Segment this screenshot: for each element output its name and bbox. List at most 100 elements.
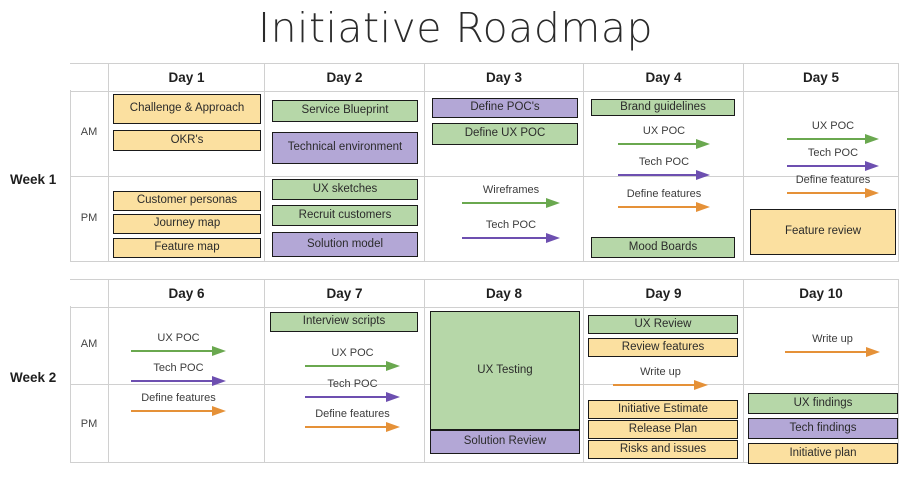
arrow-ux-poc-day6: UX POC — [131, 332, 226, 357]
task-define-ux-poc[interactable]: Define UX POC — [432, 123, 578, 145]
task-brand-guidelines[interactable]: Brand guidelines — [591, 99, 735, 116]
row-label-pm: PM — [80, 418, 98, 430]
task-recruit-customers[interactable]: Recruit customers — [272, 205, 418, 226]
arrow-define-features-day7: Define features — [305, 408, 400, 433]
week-2-label: Week 2 — [10, 370, 57, 385]
arrow-label: Tech POC — [153, 362, 204, 374]
arrow-label: Define features — [315, 408, 390, 420]
arrow-orange-icon — [305, 422, 400, 432]
task-tech-findings[interactable]: Tech findings — [748, 418, 898, 439]
arrow-ux-poc-day4: UX POC — [618, 125, 710, 150]
arrow-purple-icon — [131, 376, 226, 386]
task-initiative-estimate[interactable]: Initiative Estimate — [588, 400, 738, 419]
task-customer-personas[interactable]: Customer personas — [113, 191, 261, 211]
arrow-green-icon — [462, 198, 560, 208]
task-feature-review[interactable]: Feature review — [750, 209, 896, 255]
grid-line — [70, 176, 899, 177]
task-review-features[interactable]: Review features — [588, 338, 738, 357]
arrow-wireframes: Wireframes — [462, 184, 560, 209]
task-initiative-plan[interactable]: Initiative plan — [748, 443, 898, 464]
week-1-label: Week 1 — [10, 172, 57, 187]
column-header-day-10: Day 10 — [743, 280, 899, 307]
week-2-table: Day 6 Day 7 Day 8 Day 9 Day 10 AM PM — [70, 279, 899, 463]
column-header-day-1: Day 1 — [108, 64, 264, 91]
column-header-day-4: Day 4 — [583, 64, 743, 91]
task-ux-findings[interactable]: UX findings — [748, 393, 898, 414]
week-1-header-row: Day 1 Day 2 Day 3 Day 4 Day 5 — [70, 63, 899, 92]
arrow-label: Tech POC — [807, 147, 859, 159]
task-service-blueprint[interactable]: Service Blueprint — [272, 100, 418, 122]
arrow-purple-icon — [462, 233, 560, 243]
arrow-label: Write up — [640, 366, 681, 378]
task-challenge-approach[interactable]: Challenge & Approach — [113, 94, 261, 124]
column-header-day-9: Day 9 — [583, 280, 743, 307]
column-header-day-7: Day 7 — [264, 280, 424, 307]
grid-line — [264, 90, 265, 261]
grid-line — [70, 90, 71, 261]
task-journey-map[interactable]: Journey map — [113, 214, 261, 234]
column-header-day-2: Day 2 — [264, 64, 424, 91]
arrow-label: UX POC — [642, 125, 686, 137]
column-header-day-8: Day 8 — [424, 280, 583, 307]
arrow-define-features-day5: Define features — [787, 174, 879, 199]
task-ux-testing[interactable]: UX Testing — [430, 311, 580, 430]
arrow-tech-poc-day7: Tech POC — [305, 378, 400, 403]
arrow-purple-icon — [305, 392, 400, 402]
arrow-label: Define features — [626, 188, 702, 200]
week-1-table: Day 1 Day 2 Day 3 Day 4 Day 5 AM PM — [70, 63, 899, 262]
task-release-plan[interactable]: Release Plan — [588, 420, 738, 439]
arrow-tech-poc-day4: Tech POC — [618, 156, 710, 181]
arrow-green-icon — [131, 346, 226, 356]
arrow-ux-poc-day5: UX POC — [787, 120, 879, 145]
arrow-purple-icon — [618, 170, 710, 180]
task-ux-review[interactable]: UX Review — [588, 315, 738, 334]
grid-line — [898, 90, 899, 261]
arrow-green-icon — [305, 361, 400, 371]
task-interview-scripts[interactable]: Interview scripts — [270, 312, 418, 332]
arrow-label: Tech POC — [485, 219, 537, 231]
arrow-label: UX POC — [331, 347, 374, 359]
arrow-tech-poc-day3: Tech POC — [462, 219, 560, 244]
grid-line — [108, 90, 109, 261]
arrow-label: Write up — [812, 333, 853, 345]
arrow-label: UX POC — [811, 120, 855, 132]
arrow-green-icon — [618, 139, 710, 149]
task-technical-environment[interactable]: Technical environment — [272, 132, 418, 164]
task-solution-model[interactable]: Solution model — [272, 232, 418, 257]
column-header-day-5: Day 5 — [743, 64, 899, 91]
arrow-label: Tech POC — [638, 156, 690, 168]
week-2-header-row: Day 6 Day 7 Day 8 Day 9 Day 10 — [70, 279, 899, 308]
task-feature-map[interactable]: Feature map — [113, 238, 261, 258]
arrow-write-up-day10: Write up — [785, 333, 880, 358]
column-header-day-3: Day 3 — [424, 64, 583, 91]
task-risks-and-issues[interactable]: Risks and issues — [588, 440, 738, 459]
task-define-pocs[interactable]: Define POC's — [432, 98, 578, 118]
arrow-label: Define features — [141, 392, 216, 404]
column-header-day-6: Day 6 — [108, 280, 264, 307]
grid-line — [743, 90, 744, 261]
arrow-orange-icon — [618, 202, 710, 212]
task-ux-sketches[interactable]: UX sketches — [272, 179, 418, 200]
arrow-orange-icon — [131, 406, 226, 416]
arrow-tech-poc-day5: Tech POC — [787, 147, 879, 172]
task-mood-boards[interactable]: Mood Boards — [591, 237, 735, 258]
arrow-label: Define features — [795, 174, 871, 186]
arrow-orange-icon — [785, 347, 880, 357]
arrow-orange-icon — [613, 380, 708, 390]
arrow-write-up-day9: Write up — [613, 366, 708, 391]
row-label-am: AM — [80, 126, 98, 138]
task-okrs[interactable]: OKR's — [113, 130, 261, 151]
arrow-label: Tech POC — [327, 378, 378, 390]
row-label-pm: PM — [80, 212, 98, 224]
arrow-ux-poc-day7: UX POC — [305, 347, 400, 372]
week-1-body: AM PM — [70, 90, 899, 262]
arrow-orange-icon — [787, 188, 879, 198]
grid-line — [583, 90, 584, 261]
arrow-tech-poc-day6: Tech POC — [131, 362, 226, 387]
grid-line — [424, 90, 425, 261]
task-solution-review[interactable]: Solution Review — [430, 430, 580, 454]
page-title: Initiative Roadmap — [257, 4, 654, 52]
arrow-purple-icon — [787, 161, 879, 171]
arrow-label: Wireframes — [482, 184, 540, 196]
